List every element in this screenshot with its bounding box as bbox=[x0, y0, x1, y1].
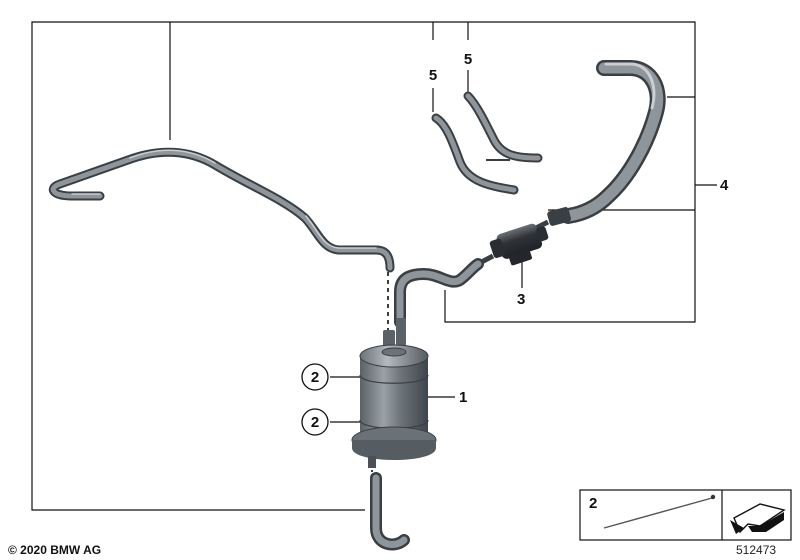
small-hose-left bbox=[431, 113, 519, 195]
callout-2-lower-circle bbox=[301, 408, 329, 436]
drain-hose bbox=[370, 470, 410, 551]
callout-3: 3 bbox=[517, 291, 525, 308]
legend-box: 2 bbox=[579, 489, 792, 541]
callout-2-upper-circle bbox=[301, 363, 329, 391]
leader-lines bbox=[31, 21, 717, 511]
callout-5-right: 5 bbox=[464, 51, 472, 68]
callout-1: 1 bbox=[459, 389, 467, 406]
arrow-icon bbox=[730, 503, 786, 534]
small-hose-right bbox=[463, 91, 543, 163]
large-hose bbox=[547, 60, 666, 226]
diagram-number: 512473 bbox=[736, 543, 776, 557]
legend-part-number: 2 bbox=[589, 495, 597, 512]
valve-connection-hose bbox=[394, 258, 484, 328]
callout-2-upper: 2 bbox=[311, 369, 319, 386]
cable-tie-icon bbox=[603, 497, 713, 529]
callout-4: 4 bbox=[720, 177, 729, 194]
copyright-text: © 2020 BMW AG bbox=[8, 543, 101, 557]
long-vent-hose bbox=[48, 147, 395, 330]
callout-labels: 5 5 4 3 1 2 2 bbox=[301, 51, 729, 436]
activated-charcoal-canister bbox=[351, 318, 437, 468]
callout-2-lower: 2 bbox=[311, 414, 319, 431]
callout-5-left: 5 bbox=[429, 67, 437, 84]
